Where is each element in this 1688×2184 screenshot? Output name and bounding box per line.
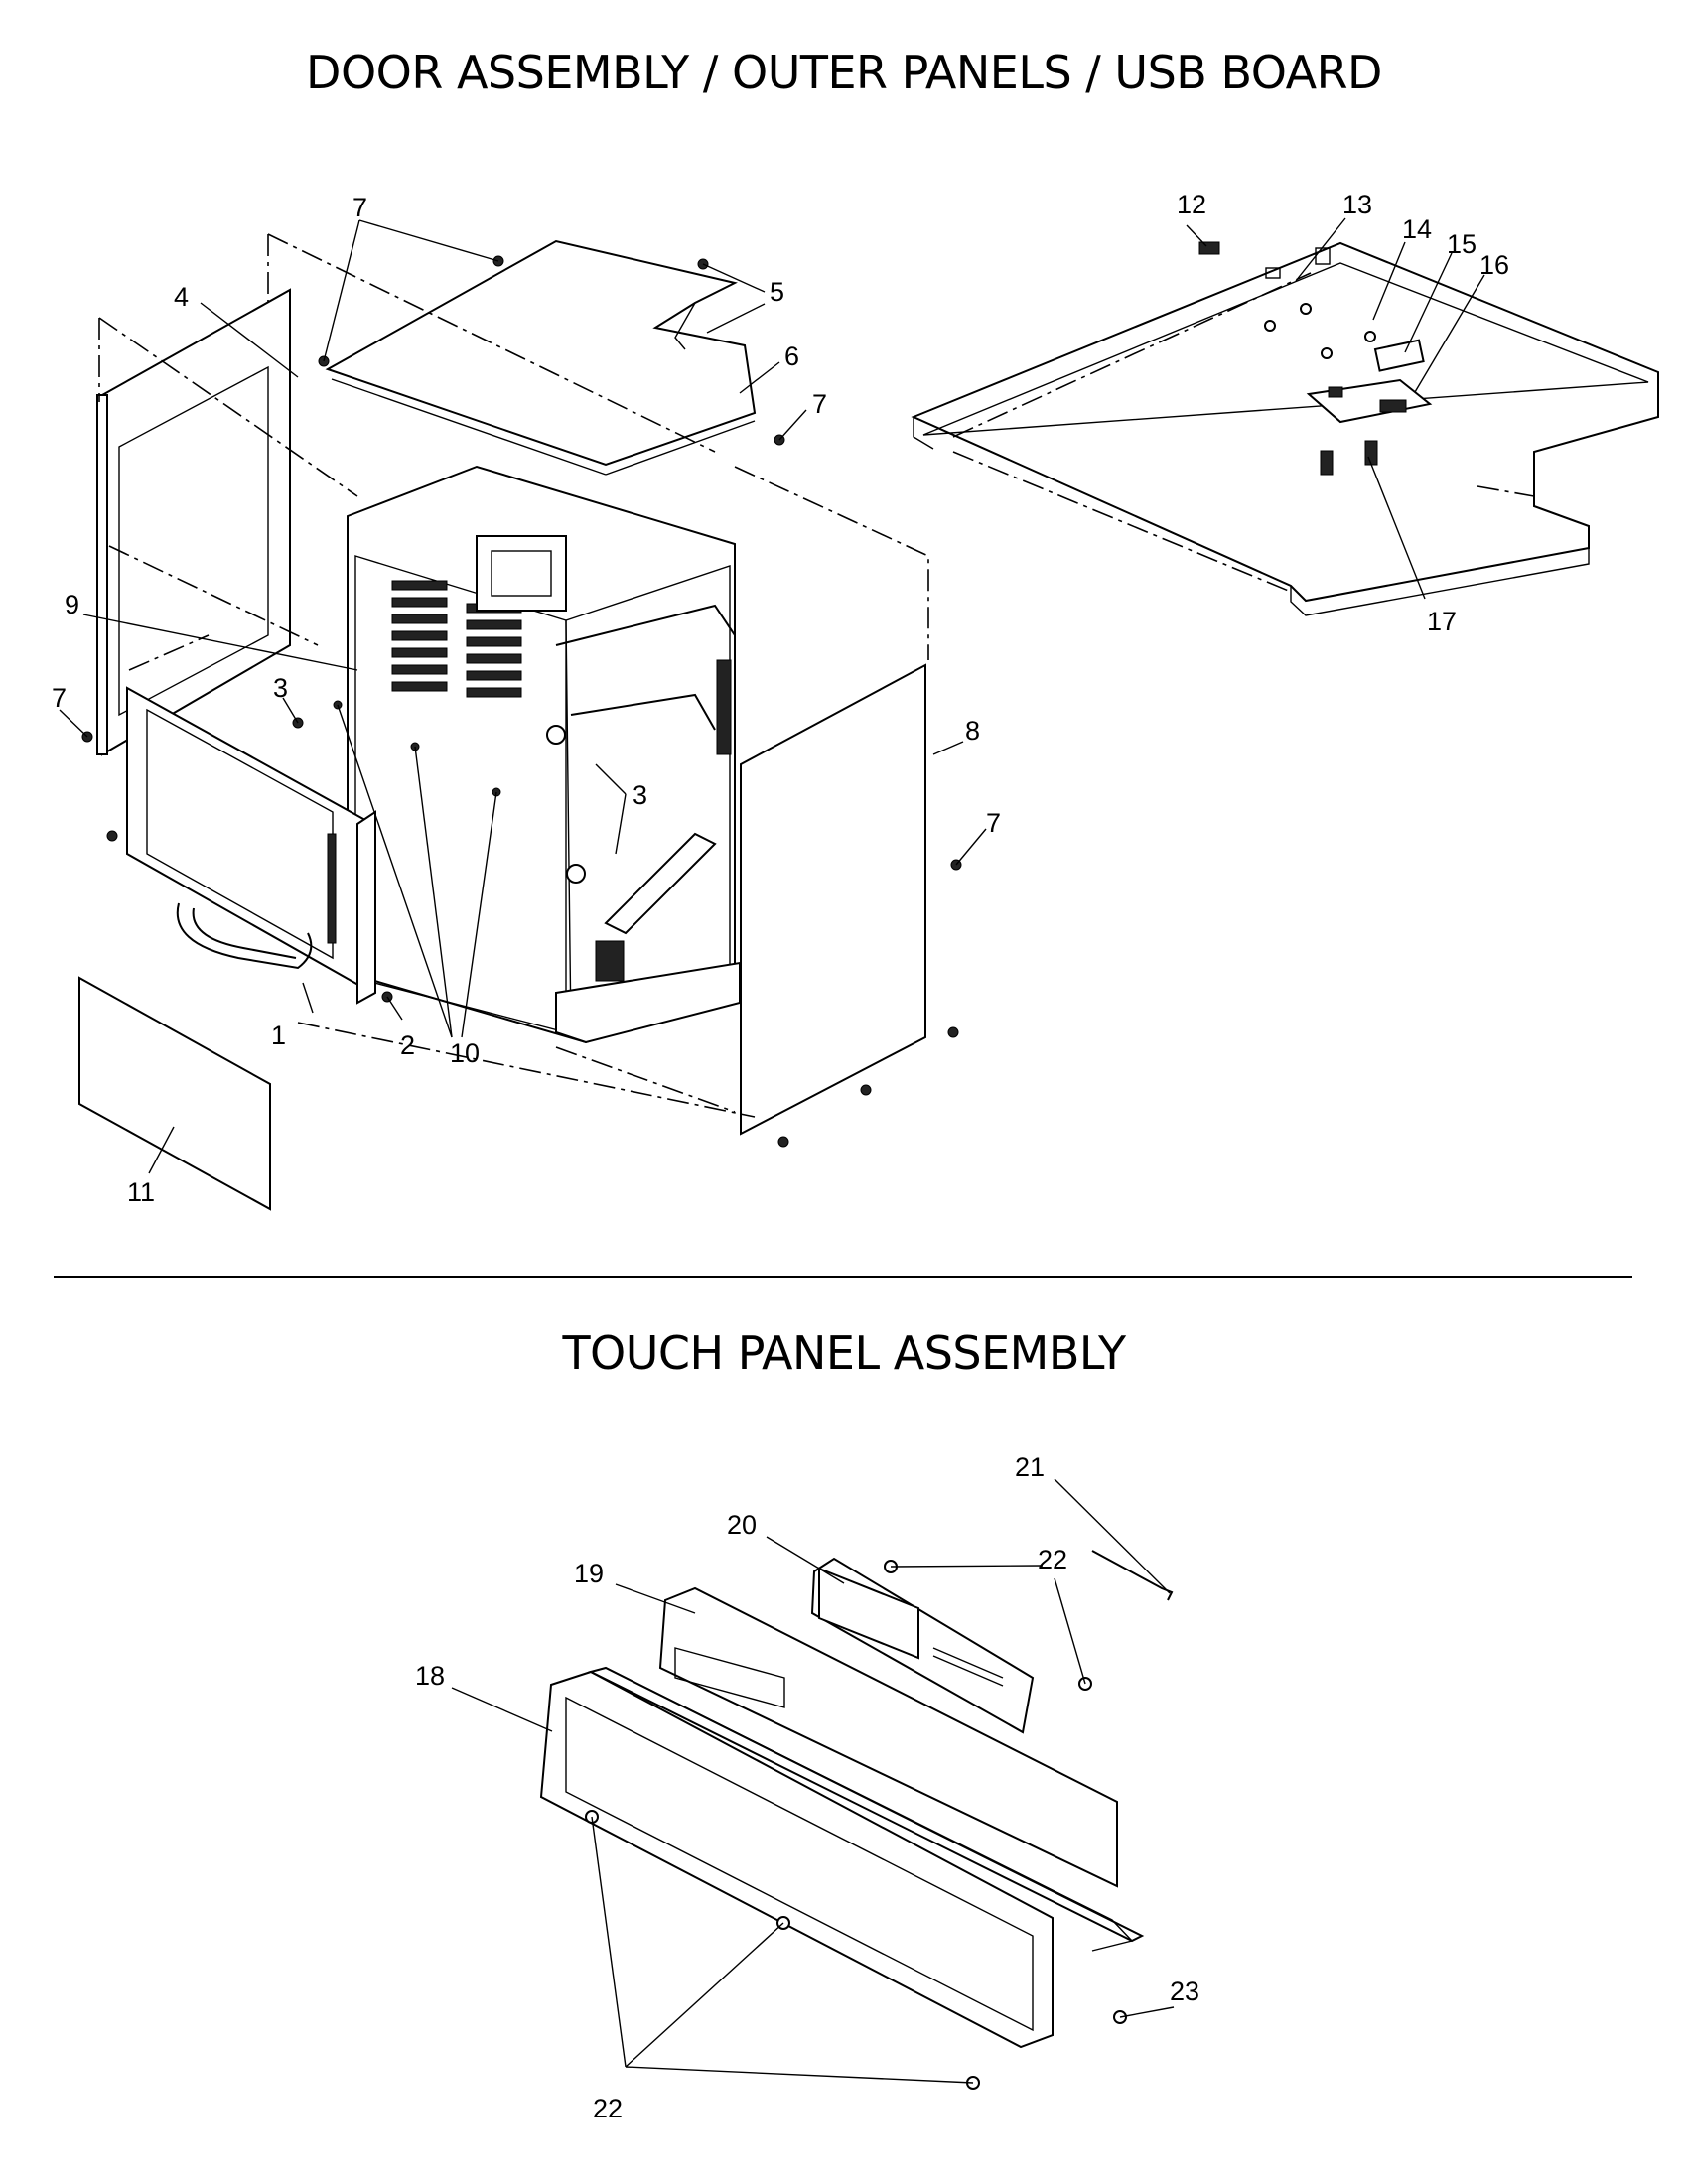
phantom-lines-top-left: [98, 233, 929, 1118]
callout-15: 15: [1447, 229, 1477, 259]
callout-3: 3: [273, 673, 288, 703]
door-assembly: [126, 686, 376, 1005]
callout-22: 22: [1038, 1545, 1067, 1574]
leader-lines: [59, 217, 1485, 2084]
section-title-door-assembly: DOOR ASSEMBLY / OUTER PANELS / USB BOARD: [306, 46, 1382, 99]
callout-7: 7: [986, 808, 1001, 838]
callout-7: 7: [352, 193, 367, 222]
callout-5: 5: [770, 277, 784, 307]
top-panel: [325, 239, 757, 476]
callout-20: 20: [727, 1510, 757, 1540]
header-pins: [932, 1647, 1004, 1687]
touch-panel-bezel: [539, 1666, 1145, 2049]
callout-21: 21: [1015, 1452, 1045, 1482]
callout-23: 23: [1170, 1977, 1199, 2006]
callout-18: 18: [415, 1661, 445, 1691]
callout-12: 12: [1177, 190, 1206, 219]
callout-3: 3: [633, 780, 647, 810]
callout-7: 7: [812, 389, 827, 419]
section-divider: [54, 1276, 1632, 1278]
control-board: [810, 1557, 1035, 1734]
callout-16: 16: [1479, 250, 1509, 280]
callout-7: 7: [52, 683, 67, 713]
callout-labels: 1 2 3 3 4 5 6 7 7 7 7 8 9 10 11 12 13 14…: [52, 190, 1509, 2123]
oven-cavity-body: [347, 465, 741, 1044]
callout-14: 14: [1402, 214, 1432, 244]
callout-13: 13: [1342, 190, 1372, 219]
left-side-panel: [96, 288, 291, 756]
callout-10: 10: [450, 1038, 480, 1068]
callout-8: 8: [965, 716, 980, 746]
right-side-panel: [740, 663, 926, 1136]
callout-4: 4: [174, 282, 189, 312]
touch-panel-frame: [658, 1586, 1118, 1888]
ribbon-clip: [1091, 1550, 1174, 1601]
callout-19: 19: [574, 1559, 604, 1588]
door-cover-plate: [78, 976, 271, 1211]
door-hinge-linkage: [546, 604, 736, 982]
section-title-touch-panel: TOUCH PANEL ASSEMBLY: [562, 1326, 1126, 1380]
callout-6: 6: [784, 341, 799, 371]
callout-1: 1: [271, 1021, 286, 1050]
transformer: [476, 535, 567, 612]
callout-2: 2: [400, 1030, 415, 1060]
usb-board-tray: [911, 241, 1659, 616]
callout-11: 11: [127, 1177, 155, 1207]
callout-17: 17: [1427, 607, 1457, 636]
fasteners-bottom: [585, 1560, 1127, 2090]
callout-9: 9: [65, 590, 79, 619]
callout-22: 22: [593, 2094, 623, 2123]
